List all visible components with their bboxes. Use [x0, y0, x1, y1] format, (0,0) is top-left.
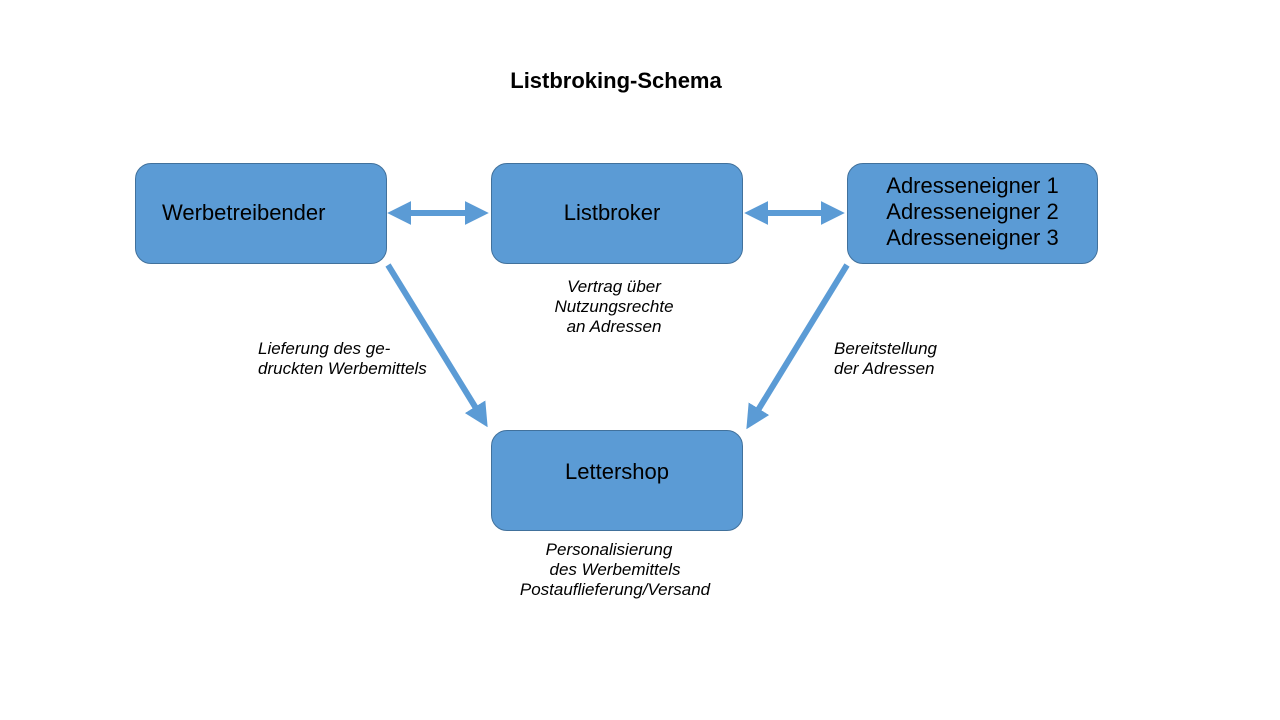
- node-adresseneigner: Adresseneigner 1 Adresseneigner 2 Adress…: [847, 163, 1098, 264]
- label-vertrag: Vertrag über Nutzungsrechte an Adressen: [530, 277, 698, 337]
- node-label: Adresseneigner 3: [886, 225, 1059, 250]
- label-line: Lieferung des ge-: [258, 339, 391, 358]
- label-bereitstellung: Bereitstellung der Adressen: [834, 339, 937, 379]
- label-line: Postauflieferung/Versand: [519, 580, 711, 599]
- node-listbroker: Listbroker: [491, 163, 743, 264]
- label-line: Bereitstellung: [834, 339, 938, 358]
- arrow-adresseneigner-lettershop: [746, 263, 850, 430]
- label-line: Nutzungsrechte: [554, 297, 674, 316]
- node-label: Lettershop: [565, 459, 669, 484]
- label-lettershop-tasks: Personalisierung des Werbemittels Postau…: [500, 540, 730, 600]
- label-lieferung: Lieferung des ge- druckten Werbemittels: [258, 339, 427, 379]
- label-line: an Adressen: [566, 317, 662, 336]
- label-line: Vertrag über: [567, 277, 661, 296]
- node-label: Adresseneigner 2: [886, 199, 1059, 224]
- label-line: der Adressen: [834, 359, 935, 378]
- node-label: Listbroker: [563, 200, 661, 225]
- label-line: druckten Werbemittels: [258, 359, 427, 378]
- node-lettershop: Lettershop: [491, 430, 743, 531]
- node-label: Werbetreibender: [162, 200, 326, 225]
- label-line: Personalisierung: [545, 540, 673, 559]
- node-label: Adresseneigner 1: [886, 173, 1059, 198]
- node-werbetreibender: Werbetreibender: [135, 163, 387, 264]
- diagram-title: Listbroking-Schema: [510, 68, 722, 93]
- label-line: des Werbemittels: [549, 560, 681, 579]
- arrow-werbetreibender-lettershop: [385, 263, 488, 428]
